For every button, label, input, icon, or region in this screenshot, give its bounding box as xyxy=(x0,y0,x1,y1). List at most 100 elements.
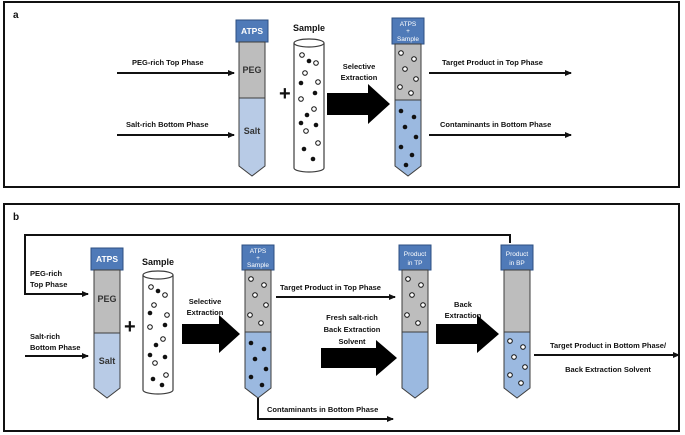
tp-particles xyxy=(404,276,426,326)
selective-extraction-arrow-b xyxy=(182,315,240,353)
label-target-product-top: Target Product in Top Phase xyxy=(442,58,543,67)
atps-sample-tube: ATPS + Sample xyxy=(391,17,425,177)
particle-solid xyxy=(155,288,161,294)
step-label-2: Extraction xyxy=(341,73,378,82)
particle-hollow xyxy=(152,360,158,366)
salt-phase-b xyxy=(93,332,121,399)
tp-tube-cap xyxy=(398,244,432,271)
tube-cap-label-b: ATPS xyxy=(96,254,118,264)
panel-a-diagram: a PEG-rich Top Phase Salt-rich Bottom Ph… xyxy=(13,10,572,177)
particle-solid xyxy=(153,342,159,348)
sample-title: Sample xyxy=(293,23,325,33)
plus-sign-b: + xyxy=(124,316,136,338)
step-label-1: Selective xyxy=(343,62,376,71)
particle-hollow xyxy=(299,52,305,58)
label-contaminants-b: Contaminants in Bottom Phase xyxy=(267,405,378,414)
particle-hollow xyxy=(303,128,309,134)
particle-hollow xyxy=(248,276,254,282)
particle-solid xyxy=(298,120,304,126)
final-label-1: Target Product in Bottom Phase/ xyxy=(550,341,667,350)
particle-hollow xyxy=(507,372,513,378)
bp-tube-cap xyxy=(500,244,534,271)
bp-cap-line2: in BP xyxy=(509,260,525,267)
particle-solid xyxy=(310,156,316,162)
product-in-tp-tube: Product in TP xyxy=(398,244,432,399)
particle-solid xyxy=(413,134,419,140)
sample-particles-b xyxy=(147,284,170,388)
particle-solid xyxy=(402,124,408,130)
bp-particles xyxy=(507,338,528,386)
particle-hollow xyxy=(413,76,419,82)
plus-sign: + xyxy=(279,83,291,105)
atps-sample-tube-b: ATPS + Sample xyxy=(241,244,275,399)
result-cap-line1: ATPS xyxy=(400,21,417,28)
fresh-label-1: Fresh salt-rich xyxy=(326,313,378,322)
particle-hollow xyxy=(311,106,317,112)
peg-phase-b xyxy=(93,269,121,334)
peg-phase xyxy=(238,41,266,99)
result-tube-cap xyxy=(391,17,425,45)
particle-solid xyxy=(304,112,310,118)
result-cap-b-line2: + xyxy=(256,255,260,262)
particle-solid xyxy=(162,354,168,360)
particle-solid xyxy=(409,152,415,158)
particle-hollow xyxy=(302,70,308,76)
tp-cap-line2: in TP xyxy=(407,260,422,267)
particle-hollow xyxy=(415,320,421,326)
particle-hollow xyxy=(263,302,269,308)
particle-hollow xyxy=(397,84,403,90)
particle-hollow xyxy=(315,140,321,146)
particle-hollow xyxy=(258,320,264,326)
particle-solid xyxy=(261,346,267,352)
particle-solid xyxy=(312,90,318,96)
sample-particles xyxy=(298,52,321,162)
final-label-2: Back Extraction Solvent xyxy=(565,365,651,374)
particle-solid xyxy=(398,144,404,150)
label-in-bottom-2: Bottom Phase xyxy=(30,343,80,352)
tp-top-phase xyxy=(401,269,429,333)
particle-hollow xyxy=(518,380,524,386)
bp-top-phase xyxy=(503,269,531,333)
panel-a: a PEG-rich Top Phase Salt-rich Bottom Ph… xyxy=(3,1,680,188)
label-target-product-top-b: Target Product in Top Phase xyxy=(280,283,381,292)
product-in-bp-tube: Product in BP xyxy=(500,244,534,399)
particle-hollow xyxy=(507,338,513,344)
result-cap-b-line3: Sample xyxy=(247,262,269,269)
particle-solid xyxy=(147,310,153,316)
salt-phase xyxy=(238,97,266,177)
particle-hollow xyxy=(398,50,404,56)
particle-hollow xyxy=(160,336,166,342)
particle-solid xyxy=(248,340,254,346)
step2-label-1: Back xyxy=(454,300,473,309)
tube-cap-label: ATPS xyxy=(241,26,263,36)
arrow-contaminants-b xyxy=(257,398,394,422)
salt-label: Salt xyxy=(244,126,261,136)
particle-hollow xyxy=(315,79,321,85)
particle-solid xyxy=(147,352,153,358)
label-in-top-2: Top Phase xyxy=(30,280,67,289)
particle-hollow xyxy=(408,90,414,96)
sample-cylinder-b xyxy=(142,270,174,395)
particle-hollow xyxy=(163,372,169,378)
tp-bottom-phase xyxy=(401,331,429,399)
label-contaminants-bottom: Contaminants in Bottom Phase xyxy=(440,120,551,129)
result-cap-b-line1: ATPS xyxy=(250,248,267,255)
panel-b-diagram: b PEG-rich Top Phase Salt-rich Bottom Ph… xyxy=(13,212,680,422)
particle-hollow xyxy=(420,302,426,308)
label-peg-rich-top-phase: PEG-rich Top Phase xyxy=(132,58,204,67)
sample-cylinder xyxy=(293,38,325,173)
bp-cap-line1: Product xyxy=(506,251,529,258)
particle-hollow xyxy=(522,364,528,370)
particle-solid xyxy=(403,162,409,168)
particle-hollow xyxy=(405,276,411,282)
particle-hollow xyxy=(411,56,417,62)
particle-hollow xyxy=(511,354,517,360)
bottom-phase-particles-b xyxy=(248,340,269,388)
fresh-label-2: Back Extraction xyxy=(324,325,381,334)
peg-label: PEG xyxy=(242,65,261,75)
particle-hollow xyxy=(261,282,267,288)
peg-label-b: PEG xyxy=(97,294,116,304)
bottom-phase-particles xyxy=(398,108,419,168)
result-cap-line3: Sample xyxy=(397,36,419,43)
result-bottom-phase-b xyxy=(244,331,272,399)
